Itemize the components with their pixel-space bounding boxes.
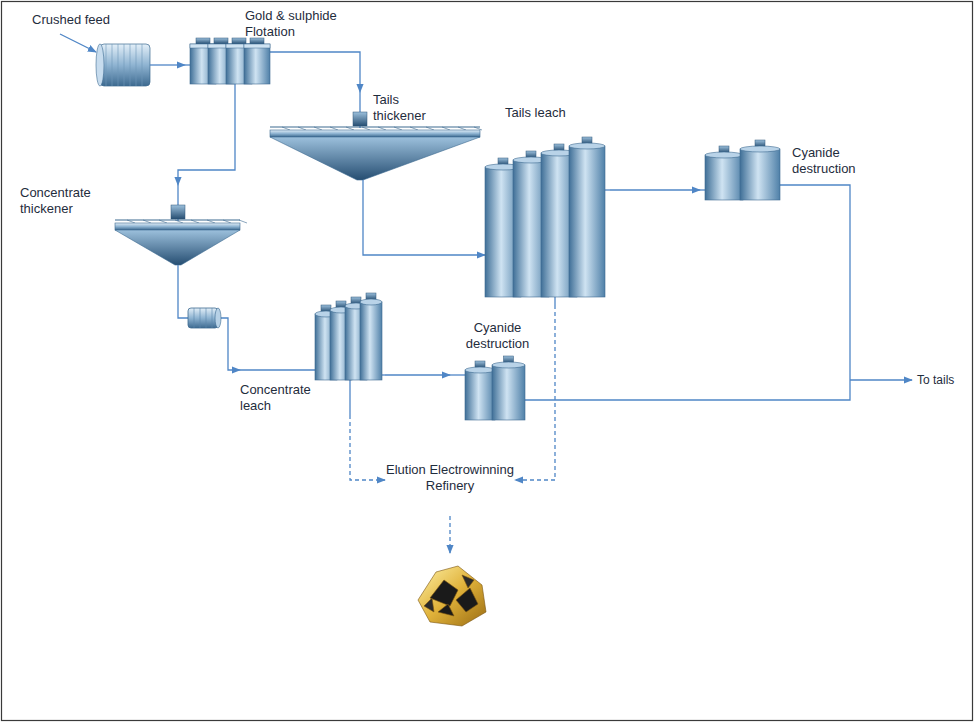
tails-leach-tanks: Tails leach xyxy=(485,105,610,305)
equipment-label: Tails leach xyxy=(505,105,605,121)
equipment-label: Gold & sulphide Flotation xyxy=(245,8,349,40)
concentrate-leach-tanks: Concentrate leach xyxy=(240,290,385,415)
equipment-label: Concentrate leach xyxy=(240,382,318,414)
slurry-flow-line xyxy=(385,374,450,375)
equipment-label: Cyanide destruction xyxy=(450,320,545,352)
solution-flow-line xyxy=(350,415,385,480)
tails-thickener: Tails thickener xyxy=(265,92,485,187)
equipment-label: Tails thickener xyxy=(373,92,453,124)
equipment-label: Crushed feed xyxy=(32,12,132,28)
cyanide-destruction-tanks: Cyanide destruction xyxy=(700,135,885,205)
feed-mill: Crushed feed xyxy=(30,10,155,95)
regrind-mill xyxy=(188,308,221,328)
gold-bullion xyxy=(418,566,486,626)
tails-line xyxy=(780,185,850,380)
slurry-flow-line xyxy=(155,64,185,65)
slurry-flow-line xyxy=(363,187,485,255)
slurry-flow-line xyxy=(610,189,700,190)
flotation-cells: Gold & sulphide Flotation xyxy=(185,8,351,88)
equipment-label: Elution Electrowinning Refinery xyxy=(385,462,515,494)
tails-arrow xyxy=(850,379,912,380)
outlet-label: To tails xyxy=(916,372,955,388)
refinery-block: Elution Electrowinning Refinery xyxy=(385,460,515,516)
slurry-flow-line xyxy=(178,270,240,370)
slurry-flow-line xyxy=(351,52,360,92)
equipment-icon xyxy=(485,105,610,305)
cyanide-destruction-tanks: Cyanide destruction xyxy=(450,320,545,430)
concentrate-thickener: Concentrate thickener xyxy=(20,185,245,270)
slurry-flow-line xyxy=(178,88,235,185)
tails-line xyxy=(525,380,850,400)
gold-arrow xyxy=(449,516,450,553)
equipment-label: Cyanide destruction xyxy=(792,145,884,177)
equipment-label: Concentrate thickener xyxy=(20,185,140,217)
